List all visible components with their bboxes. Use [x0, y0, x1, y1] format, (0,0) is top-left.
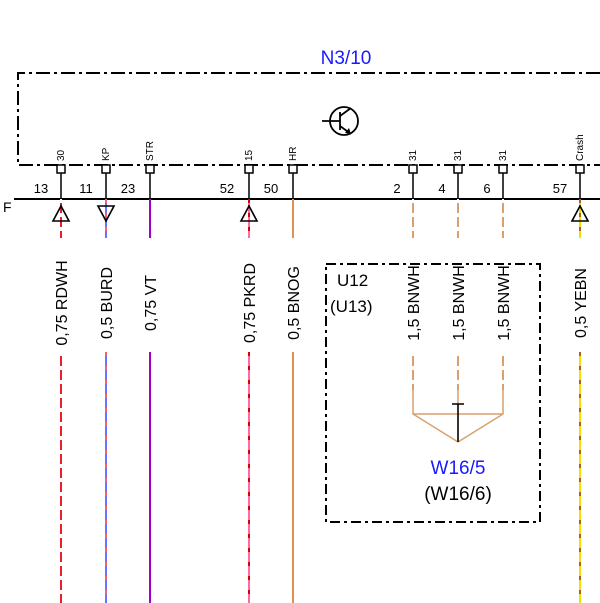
- pin: HR 50 0,5 BNOG: [264, 147, 303, 603]
- pin-name: 31: [408, 149, 419, 161]
- pin-terminal: [408, 164, 418, 174]
- module-label: N3/10: [321, 48, 372, 69]
- wire-label: 1,5 BNWH: [451, 265, 468, 341]
- pin: STR 23 0,75 VT: [121, 141, 160, 603]
- pin-terminal: [244, 164, 254, 174]
- pins-layer: 30 13 0,75 RDWH KP 11 0,5 BURD STR 23 0,75 VT 15 5…: [34, 134, 590, 603]
- pin: 31 2 1,5 BNWH: [393, 149, 423, 390]
- wire-label: 0,75 PKRD: [242, 263, 259, 343]
- pin-terminal: [101, 164, 111, 174]
- ground-point-alt: (W16/6): [424, 484, 492, 505]
- wire-label: 0,5 BURD: [99, 267, 116, 339]
- module-box: [17, 72, 600, 166]
- wire-label: 0,5 BNOG: [286, 266, 303, 340]
- wire-label: 0,5 YEBN: [573, 268, 590, 338]
- pin: 31 6 1,5 BNWH: [483, 149, 513, 390]
- pin: 15 52 0,75 PKRD: [220, 149, 259, 603]
- wire-label: 1,5 BNWH: [406, 265, 423, 341]
- pin-number: 50: [264, 181, 278, 196]
- ground-box-subtitle: (U13): [330, 297, 373, 316]
- pin-name: 31: [498, 149, 509, 161]
- pin-name: 30: [56, 149, 67, 161]
- pin: KP 11 0,5 BURD: [79, 147, 116, 603]
- transistor-icon: [322, 106, 359, 136]
- pin-number: 13: [34, 181, 48, 196]
- pin-name: STR: [145, 141, 156, 161]
- pin-terminal: [498, 164, 508, 174]
- pin-terminal: [56, 164, 66, 174]
- pin-number: 23: [121, 181, 135, 196]
- pin-number: 57: [553, 181, 567, 196]
- pin-number: 4: [438, 181, 445, 196]
- ground-point-label: W16/5: [431, 458, 486, 479]
- wire-label: 0,75 VT: [143, 275, 160, 331]
- pin-number: 6: [483, 181, 490, 196]
- pin-terminal: [453, 164, 463, 174]
- pin-name: 31: [453, 149, 464, 161]
- pin: Crash 57 0,5 YEBN: [553, 134, 590, 603]
- wire-label: 0,75 RDWH: [54, 260, 71, 345]
- connector-letter: F: [3, 199, 12, 215]
- pin-number: 2: [393, 181, 400, 196]
- pin-name: KP: [101, 147, 112, 161]
- wire-label: 1,5 BNWH: [496, 265, 513, 341]
- ground-box: [325, 263, 541, 523]
- arrow-up-icon: [239, 204, 259, 222]
- pin: 31 4 1,5 BNWH: [438, 149, 468, 390]
- pin-terminal: [288, 164, 298, 174]
- pin: 30 13 0,75 RDWH: [34, 149, 71, 603]
- pin-name: 15: [244, 149, 255, 161]
- pin-name: HR: [288, 147, 299, 161]
- pin-name: Crash: [575, 134, 586, 161]
- arrow-down-icon: [96, 205, 116, 223]
- arrow-up-icon: [51, 204, 71, 222]
- pin-number: 52: [220, 181, 234, 196]
- ground-symbol-icon: [452, 403, 464, 442]
- ground-box-title: U12: [337, 271, 368, 290]
- pin-terminal: [575, 164, 585, 174]
- pin-number: 11: [79, 181, 93, 196]
- pin-terminal: [145, 164, 155, 174]
- arrow-up-icon: [570, 204, 590, 222]
